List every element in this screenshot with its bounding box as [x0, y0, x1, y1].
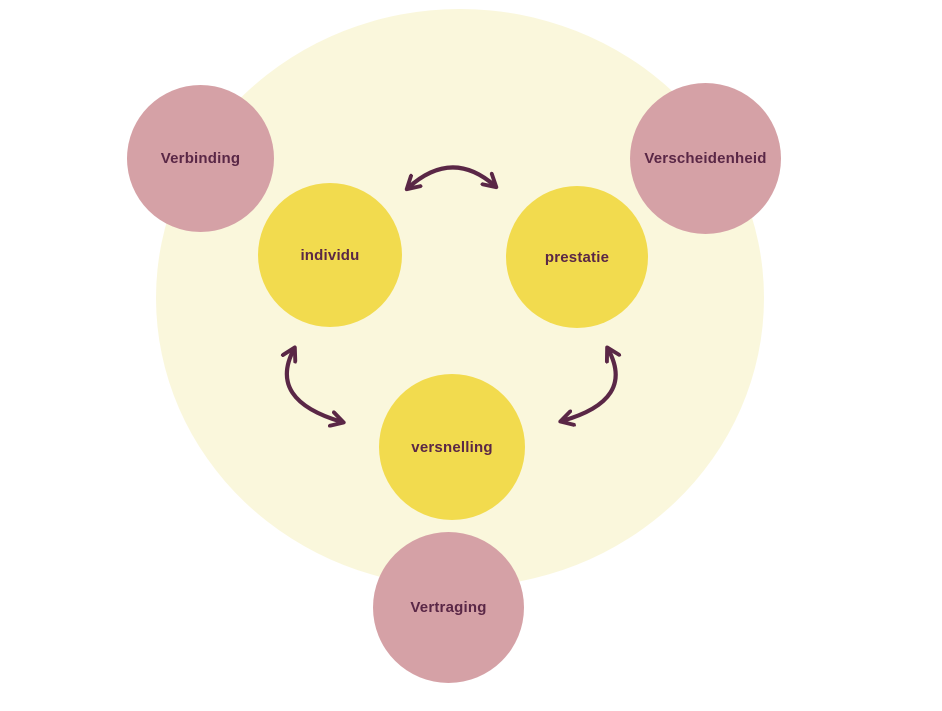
inner-node-label: prestatie — [544, 248, 610, 266]
inner-node-label: versnelling — [411, 438, 493, 456]
outer-node-vertraging: Vertraging — [373, 532, 524, 683]
inner-node-label: individu — [300, 246, 360, 264]
inner-node-versnelling: versnelling — [379, 374, 525, 520]
inner-node-prestatie: prestatie — [506, 186, 648, 328]
outer-node-label: Vertraging — [410, 599, 487, 616]
outer-node-label: Verscheidenheid — [644, 150, 767, 167]
outer-node-verbinding: Verbinding — [127, 85, 274, 232]
outer-node-label: Verbinding — [160, 150, 241, 167]
outer-node-verscheidenheid: Verscheidenheid — [630, 83, 781, 234]
inner-node-individu: individu — [258, 183, 402, 327]
